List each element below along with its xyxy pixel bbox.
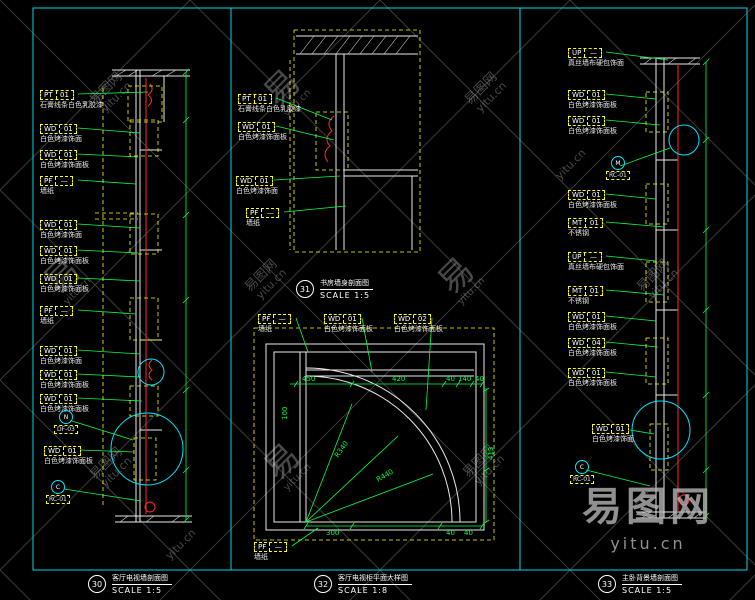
- title-scale: SCALE 1:5: [622, 586, 673, 595]
- material-callout: PF—墙纸: [254, 542, 288, 561]
- material-callout: UP—真丝墙布硬包饰面: [568, 252, 624, 272]
- title-name: 客厅电视墙剖面图: [112, 573, 172, 585]
- watermark-domain: yitu.cn: [610, 534, 686, 553]
- title-number: 30: [88, 575, 106, 593]
- title-name: 书房墙身剖面图: [320, 278, 373, 290]
- title-name: 主卧背景墙剖面图: [622, 573, 682, 585]
- title-scale: SCALE 1:8: [338, 586, 389, 595]
- title-number: 33: [598, 575, 616, 593]
- material-callout: PF—墙纸: [246, 208, 280, 227]
- material-callout: UP—真丝墙布硬包饰面: [568, 48, 624, 68]
- corner-watermark: 易图网 yitu.cn: [582, 474, 714, 553]
- title-scale: SCALE 1:5: [112, 586, 163, 595]
- material-callout: PF—墙纸: [40, 306, 74, 325]
- material-callout: PF—墙纸: [258, 314, 292, 333]
- title-name: 客厅电视柜平面大样图: [338, 573, 412, 585]
- title-number: 31: [296, 280, 314, 298]
- title-scale: SCALE 1:5: [320, 291, 371, 300]
- watermark-brand: 易图网: [582, 484, 714, 530]
- title-number: 32: [314, 575, 332, 593]
- material-callout: PF—墙纸: [40, 176, 74, 195]
